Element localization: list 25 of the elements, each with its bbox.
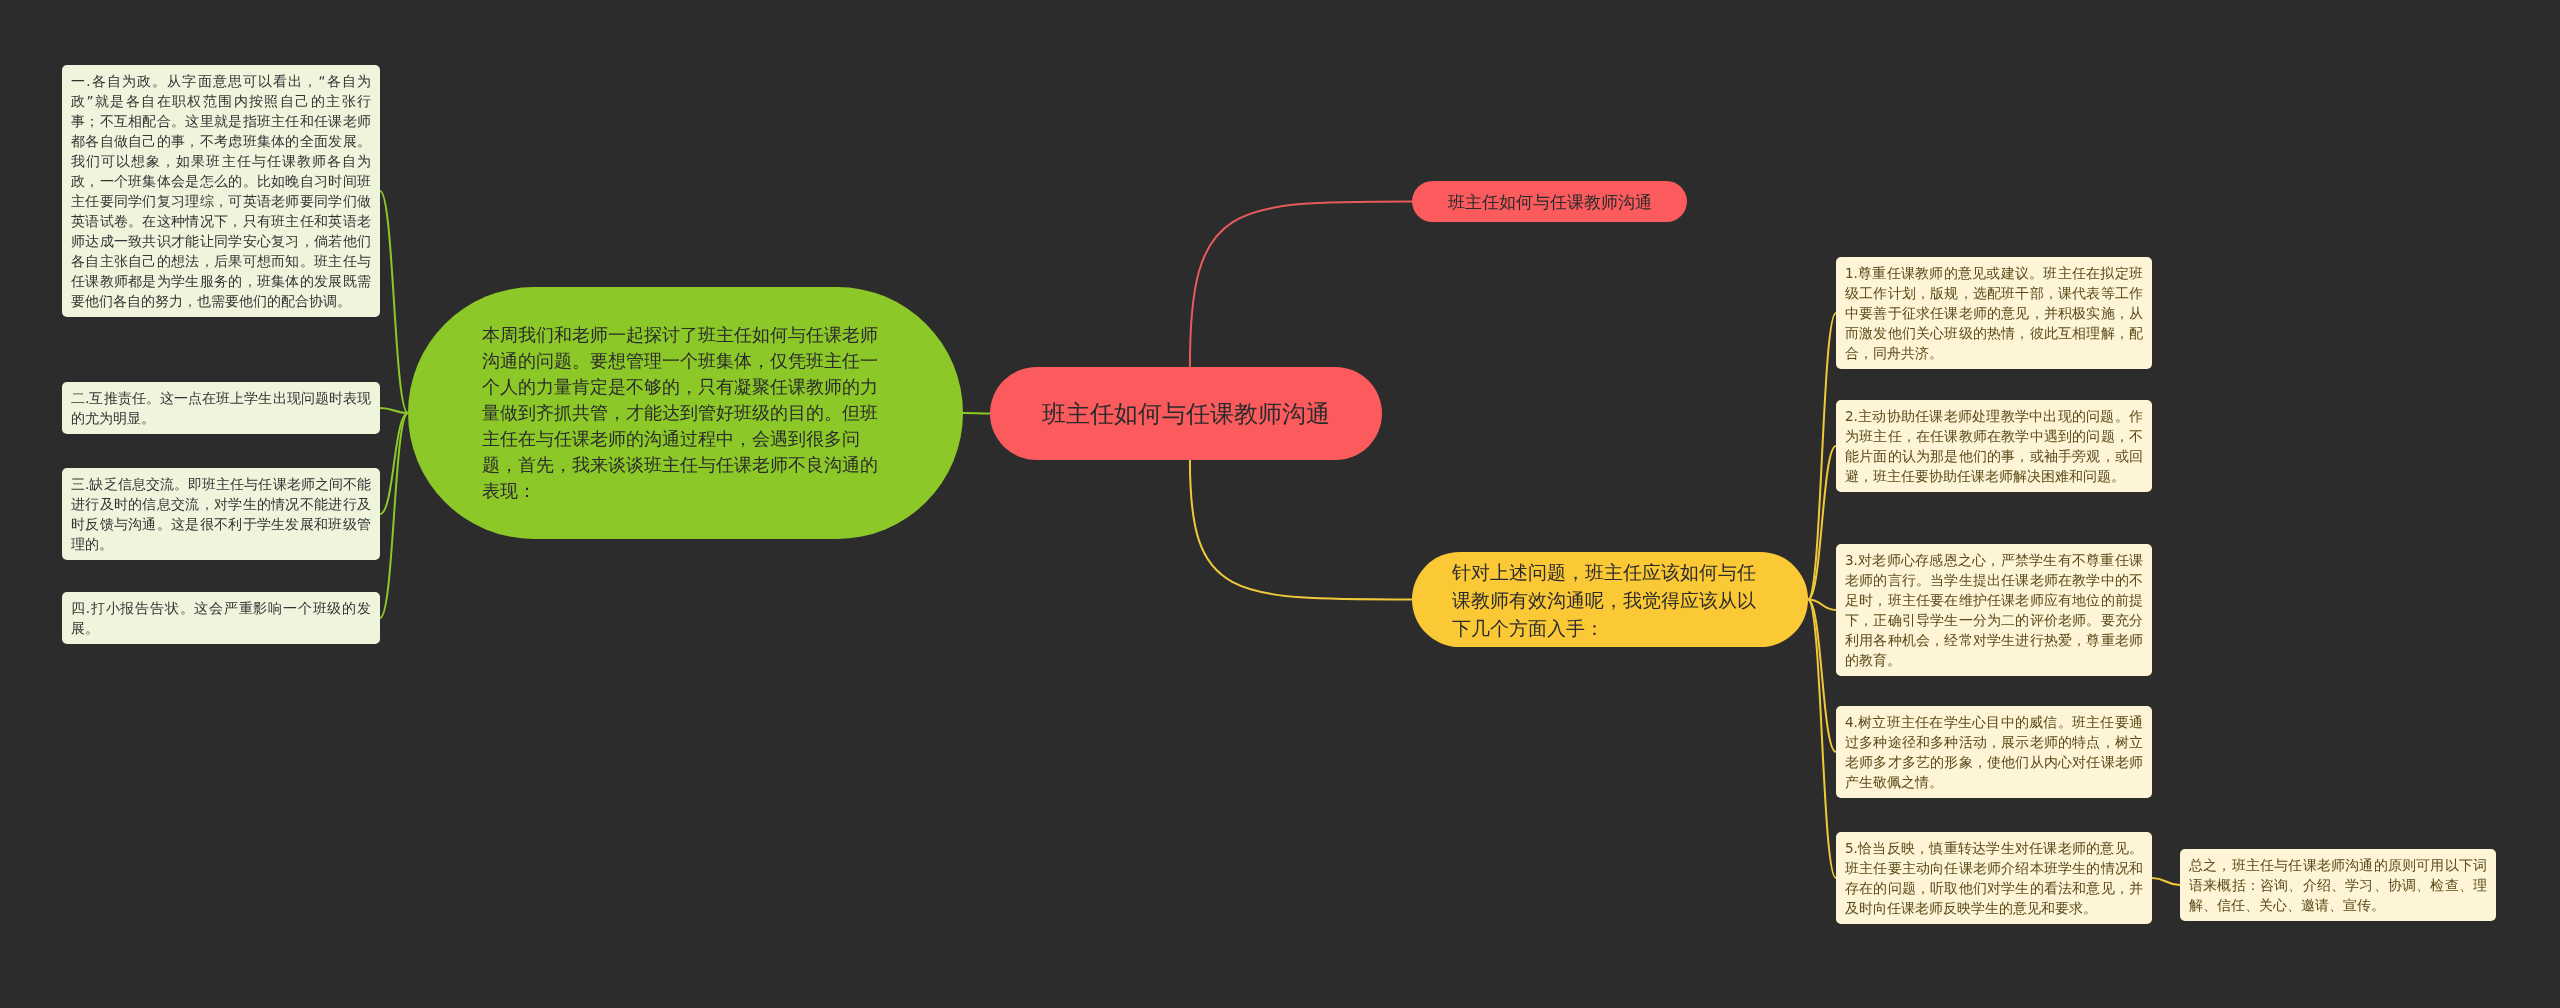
note-card: 二.互推责任。这一点在班上学生出现问题时表现的尤为明显。 xyxy=(62,382,380,434)
note-card: 3.对老师心存感恩之心，严禁学生有不尊重任课老师的言行。当学生提出任课老师在教学中的不足时，班主任要在维护任课老师应有地位的前提下，正确引导学生一分为二的评价老师。要充分利用各种机会，经常对学生进行热爱，尊重老师的教育。 xyxy=(1836,544,2152,676)
note-card: 一.各自为政。从字面意思可以看出，“各自为政”就是各自在职权范围内按照自己的主张行事；不互相配合。这里就是指班主任和任课老师都各自做自己的事，不考虑班集体的全面发展。我们可以想象，如果班主任与任课教师各自为政，一个班集体会是怎么的。比如晚自习时间班主任要同学们复习理综，可英语老师要同学们做英语试卷。在这种情况下，只有班主任和英语老师达成一致共识才能让同学安心复习，倘若他们各自主张自己的想法，后果可想而知。班主任与任课教师都是为学生服务的，班集体的发展既需要他们各自的努力，也需要他们的配合协调。 xyxy=(62,65,380,317)
topic-pill: 本周我们和老师一起探讨了班主任如何与任课老师沟通的问题。要想管理一个班集体，仅凭班主任一个人的力量肯定是不够的，只有凝聚任课教师的力量做到齐抓共管，才能达到管好班级的目的。但班主任在与任课老师的沟通过程中，会遇到很多问题，首先，我来谈谈班主任与任课老师不良沟通的表现： xyxy=(408,287,963,539)
connector-line xyxy=(379,407,409,414)
connector-line xyxy=(962,412,991,415)
note-card: 1.尊重任课教师的意见或建议。班主任在拟定班级工作计划，版规，选配班干部，课代表等工作中要善于征求任课老师的意见，并积极实施，从而激发他们关心班级的热情，彼此互相理解，配合，同舟共济。 xyxy=(1836,257,2152,369)
connector-line xyxy=(1807,445,1837,601)
topic-pill: 针对上述问题，班主任应该如何与任课教师有效沟通呢，我觉得应该从以下几个方面入手： xyxy=(1412,552,1808,647)
central-topic-pill: 班主任如何与任课教师沟通 xyxy=(990,367,1382,460)
note-card: 5.恰当反映，慎重转达学生对任课老师的意见。班主任要主动向任课老师介绍本班学生的情况和存在的问题，听取他们对学生的看法和意见，并及时向任课老师反映学生的意见和要求。 xyxy=(1836,832,2152,924)
topic-pill: 班主任如何与任课教师沟通 xyxy=(1412,181,1687,222)
note-card: 四.打小报告告状。这会严重影响一个班级的发展。 xyxy=(62,592,380,644)
connector-line xyxy=(1188,459,1413,601)
connector-line xyxy=(2151,877,2181,886)
connector-line xyxy=(379,190,409,414)
connector-line xyxy=(379,412,409,515)
connector-line xyxy=(379,412,409,619)
connector-line xyxy=(1807,598,1837,753)
note-card: 总之，班主任与任课老师沟通的原则可用以下词语来概括：咨询、介绍、学习、协调、检查、理解、信任、关心、邀请、宣传。 xyxy=(2180,849,2496,921)
note-card: 4.树立班主任在学生心目中的威信。班主任要通过多种途径和多种活动，展示老师的特点，树立老师多才多艺的形象，使他们从内心对任课老师产生敬佩之情。 xyxy=(1836,706,2152,798)
note-card: 三.缺乏信息交流。即班主任与任课老师之间不能进行及时的信息交流，对学生的情况不能进行及时反馈与沟通。这是很不利于学生发展和班级管理的。 xyxy=(62,468,380,560)
note-card: 2.主动协助任课老师处理教学中出现的问题。作为班主任，在任课教师在教学中遇到的问题，不能片面的认为那是他们的事，或袖手旁观，或回避，班主任要协助任课老师解决困难和问题。 xyxy=(1836,400,2152,492)
connector-line xyxy=(1188,200,1413,368)
connector-line xyxy=(1807,598,1837,611)
